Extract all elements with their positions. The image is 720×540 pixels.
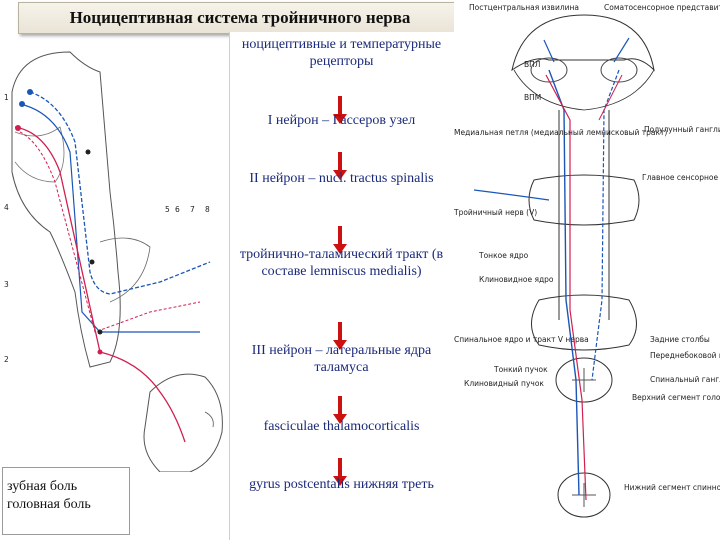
flow-step-trigemino-thalamic-tract: тройнично-таламический тракт (в составе … xyxy=(239,247,444,279)
label-fasciculus-cuneatus: Клиновидный пучок xyxy=(464,379,544,388)
label-spinal-nucleus: Спинальное ядро и тракт V нерва xyxy=(454,335,589,344)
label-cuneate-nucleus: Клиновидное ядро xyxy=(479,275,554,284)
label-semilunar-ganglion: Полулунный ганглий xyxy=(644,125,720,134)
page-title: Ноцицептивная система тройничного нерва xyxy=(69,8,411,27)
label-somatosensory: Соматосенсорное представительство xyxy=(604,3,720,12)
label-4: 4 xyxy=(4,203,9,212)
down-arrow-icon xyxy=(333,458,347,486)
flow-step-neuron-1: I нейрон – Гассеров узел xyxy=(267,113,416,128)
label-anterolateral-quadrant: Переднебоковой квадрант xyxy=(650,351,720,360)
sensory-pathway-diagram: Постцентральная извилина Соматосенсорное… xyxy=(454,0,720,540)
trigeminal-pathway-illustration: 1 2 3 4 5 6 7 8 xyxy=(4,51,223,472)
caption-headache: головная боль xyxy=(7,497,91,512)
label-lower-segment: Нижний сегмент спинного мозга xyxy=(624,483,720,492)
label-5: 5 xyxy=(165,205,170,214)
label-gracile-nucleus: Тонкое ядро xyxy=(478,251,529,260)
label-medial-lemniscus: Медиальная петля (медиаль­ный лемнисков­… xyxy=(454,128,667,137)
flow-step-receptors: ноцицептивные и температурные рецепторы xyxy=(241,37,442,69)
label-fasciculus-gracilis: Тонкий пучок xyxy=(493,365,548,374)
label-spinal-ganglion: Спинальный ганглий xyxy=(650,375,720,384)
title-banner: Ноцицептивная система тройничного нерва xyxy=(18,2,462,34)
down-arrow-icon xyxy=(333,396,347,424)
flow-step-thalamocortical: fasciculae thalamocorticalis xyxy=(263,419,420,434)
label-main-sensory-nucleus: Главное сенсорное ядро V нерва xyxy=(642,173,720,182)
label-postcentral-gyrus: Постцентральная извилина xyxy=(469,3,579,12)
label-vpm: ВПМ xyxy=(524,93,541,102)
down-arrow-icon xyxy=(333,226,347,254)
flow-step-postcentral-gyrus: gyrus postcentalis нижняя треть xyxy=(249,477,434,492)
label-3: 3 xyxy=(4,280,9,289)
down-arrow-icon xyxy=(333,322,347,350)
label-2: 2 xyxy=(4,355,9,364)
caption-toothache: зубная боль xyxy=(7,479,78,494)
label-upper-segment: Верхний сегмент головного мозга xyxy=(632,393,720,402)
label-8: 8 xyxy=(205,205,210,214)
label-dorsal-columns: Задние столбы xyxy=(650,335,710,344)
label-1: 1 xyxy=(4,93,9,102)
label-trigeminal-nerve: Тройничный нерв (V) xyxy=(454,208,537,217)
down-arrow-icon xyxy=(333,152,347,180)
label-7: 7 xyxy=(190,205,195,214)
down-arrow-icon xyxy=(333,96,347,124)
label-6: 6 xyxy=(175,205,180,214)
clinical-caption-box: зубная боль головная боль xyxy=(2,467,130,535)
label-vpl: ВПЛ xyxy=(524,60,540,69)
flow-step-neuron-2: II нейрон – nucl. tractus spinalis xyxy=(249,171,434,186)
flow-step-neuron-3: III нейрон – латеральные ядра таламуса xyxy=(251,343,432,375)
